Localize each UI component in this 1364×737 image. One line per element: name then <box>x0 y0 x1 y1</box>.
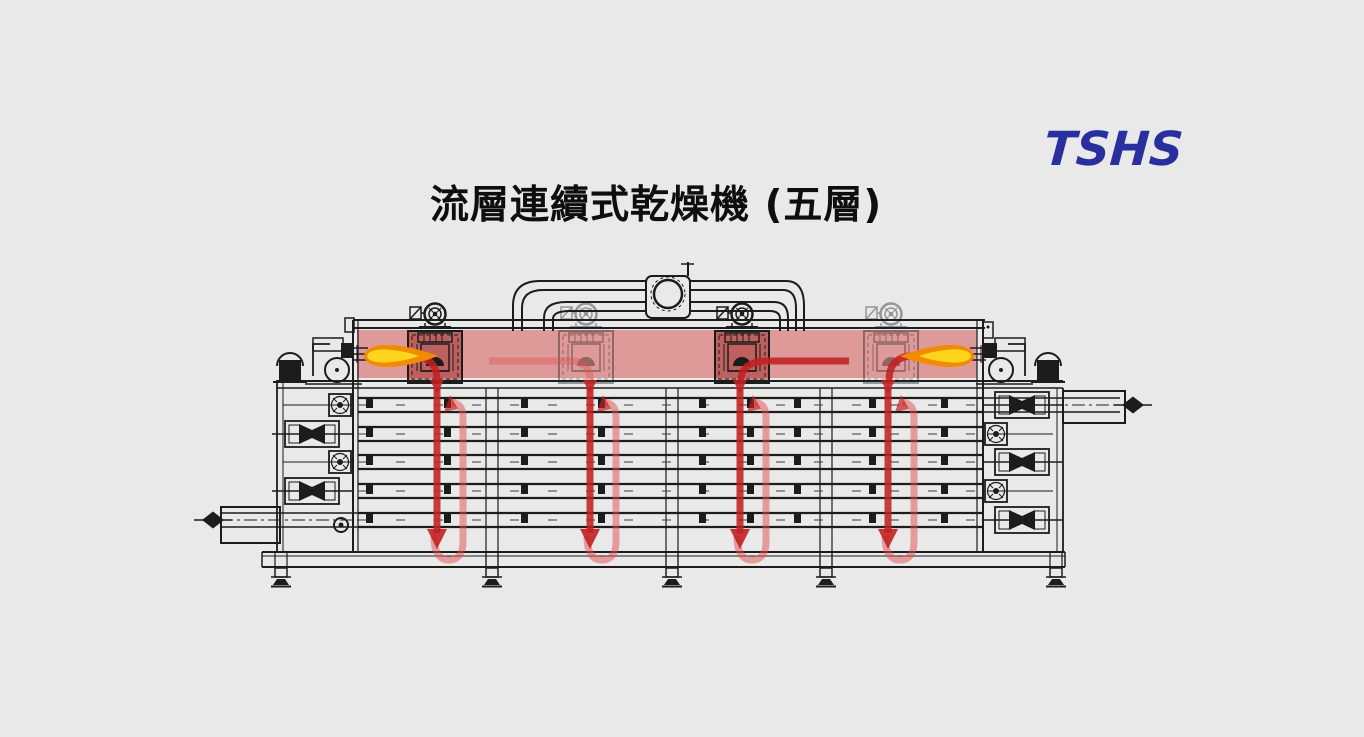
exhaust-fan <box>645 262 694 319</box>
belt-drive-unit <box>271 477 353 505</box>
tshs-logo: TSHS <box>1042 122 1186 177</box>
leg <box>485 551 499 568</box>
leveling-foot <box>661 567 683 588</box>
leveling-foot <box>481 567 503 588</box>
conveyor-motor-icon <box>193 510 233 530</box>
machine-base <box>261 551 1066 568</box>
leg <box>665 551 679 568</box>
diagram-title: 流層連續式乾燥機 (五層) <box>430 183 883 228</box>
burner-fan-motor-4 <box>864 302 909 329</box>
leveling-foot <box>815 567 837 588</box>
flow-into-column-2 <box>489 357 594 381</box>
leg <box>1049 551 1063 568</box>
leg <box>274 551 288 568</box>
burner-fan-motor-1 <box>408 302 453 329</box>
left-cabinet <box>271 393 353 533</box>
leg <box>819 551 833 568</box>
support-columns <box>485 388 833 567</box>
infeed-conveyor <box>983 390 1153 424</box>
leveling-foot <box>270 567 292 588</box>
belt-drive-unit <box>981 448 1063 476</box>
right-cabinet <box>981 391 1063 534</box>
burner-fan-motor-3 <box>715 302 760 329</box>
flow-into-column-3 <box>737 357 849 381</box>
outfeed-conveyor <box>193 506 362 544</box>
dryer-machine-diagram <box>193 262 1153 588</box>
hot-air-flow <box>415 352 914 560</box>
belt-drive-unit <box>981 506 1063 534</box>
belt-drive-unit <box>271 420 353 448</box>
burner-fan-motor-2 <box>559 302 604 329</box>
conveyor-motor-icon <box>1113 395 1153 415</box>
leveling-foot <box>1045 567 1067 588</box>
burner-assembly-right <box>970 338 1065 384</box>
bearing-icon <box>333 517 349 533</box>
